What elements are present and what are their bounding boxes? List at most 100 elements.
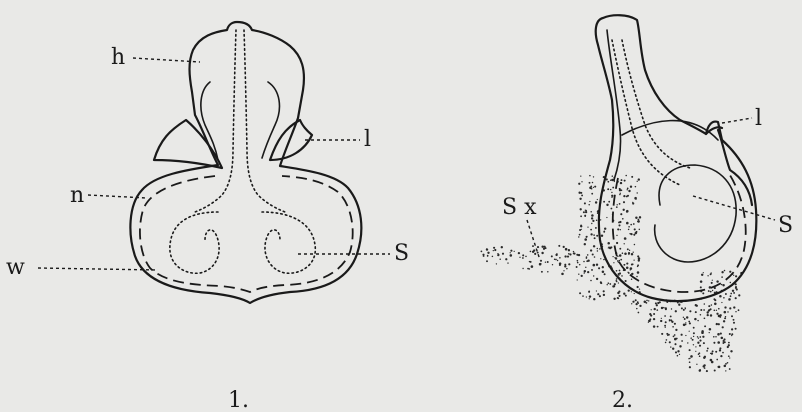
stipple-dot xyxy=(593,264,596,267)
stipple-dot xyxy=(586,236,588,238)
stipple-dot xyxy=(692,339,694,341)
stipple-dot xyxy=(580,175,581,176)
stipple-dot xyxy=(522,254,524,256)
stipple-dot xyxy=(693,332,695,334)
stipple-dot xyxy=(695,346,696,347)
stipple-dot xyxy=(723,340,725,342)
stipple-dot xyxy=(589,182,591,184)
stipple-dot xyxy=(708,305,710,307)
stipple-dot xyxy=(532,245,534,247)
stipple-dot xyxy=(715,351,717,353)
stipple-dot xyxy=(685,322,686,323)
stipple-dot xyxy=(564,255,566,257)
stipple-dot xyxy=(537,252,539,254)
stipple-dot xyxy=(626,266,629,269)
stipple-dot xyxy=(717,341,720,344)
stipple-dot xyxy=(603,259,604,260)
stipple-dot xyxy=(580,208,582,210)
stipple-dot xyxy=(608,282,610,284)
stipple-dot xyxy=(501,246,503,248)
stipple-dot xyxy=(729,333,731,335)
stipple-dot xyxy=(670,315,672,317)
stipple-dot xyxy=(577,260,579,262)
stipple-dot xyxy=(589,175,591,177)
stipple-dot xyxy=(631,303,632,304)
stipple-dot xyxy=(579,198,581,200)
fig2-label-s: S xyxy=(778,213,793,238)
stipple-dot xyxy=(708,290,710,292)
stipple-dot xyxy=(592,182,594,184)
fig2-leader-s xyxy=(693,196,775,220)
stipple-dot xyxy=(703,364,705,366)
stipple-dot xyxy=(622,252,624,254)
stipple-dot xyxy=(669,319,671,321)
stipple-dot xyxy=(587,226,588,227)
stipple-dot xyxy=(611,197,612,198)
stipple-dot xyxy=(695,351,696,352)
stipple-dot xyxy=(634,293,635,294)
stipple-dot xyxy=(589,201,590,202)
stipple-dot xyxy=(690,337,692,339)
fig1-label-l: l xyxy=(364,127,371,152)
stipple-dot xyxy=(519,257,520,258)
stipple-dot xyxy=(700,314,702,316)
stipple-dot xyxy=(731,328,733,330)
stipple-dot xyxy=(716,280,718,282)
fig1-right-sac xyxy=(262,212,315,273)
stipple-dot xyxy=(709,332,710,333)
stipple-dot xyxy=(563,246,565,248)
stipple-dot xyxy=(665,321,667,323)
stipple-dot xyxy=(603,290,605,292)
stipple-dot xyxy=(718,308,720,310)
stipple-dot xyxy=(649,318,651,320)
stipple-dot xyxy=(696,305,698,307)
stipple-dot xyxy=(649,313,651,315)
stipple-dot xyxy=(666,333,668,335)
stipple-dot xyxy=(586,257,587,258)
stipple-dot xyxy=(675,310,677,312)
stipple-dot xyxy=(589,298,590,299)
fig1-label-w: w xyxy=(6,255,25,280)
stipple-dot xyxy=(583,261,585,263)
stipple-dot xyxy=(547,261,549,263)
stipple-dot xyxy=(597,199,598,200)
stipple-dot xyxy=(600,219,601,220)
stipple-dot xyxy=(619,188,621,190)
stipple-dot xyxy=(534,253,536,255)
stipple-dot xyxy=(713,298,715,300)
stipple-dot xyxy=(707,311,709,313)
stipple-dot xyxy=(671,321,673,323)
stipple-dot xyxy=(713,342,715,344)
stipple-dot xyxy=(623,201,625,203)
stipple-dot xyxy=(630,186,632,188)
stipple-dot xyxy=(733,275,734,276)
fig2-number: 2. xyxy=(612,388,633,412)
stipple-dot xyxy=(510,252,511,253)
stipple-dot xyxy=(638,257,641,260)
stipple-dot xyxy=(719,295,722,298)
stipple-dot xyxy=(724,270,726,272)
stipple-dot xyxy=(502,253,504,255)
stipple-dot xyxy=(591,214,594,217)
stipple-dot xyxy=(611,192,612,193)
stipple-dot xyxy=(589,295,591,297)
stipple-dot xyxy=(690,355,693,358)
stipple-dot xyxy=(661,333,663,335)
stipple-dot xyxy=(722,352,724,354)
stipple-dot xyxy=(617,228,619,230)
stipple-dot xyxy=(700,286,702,288)
stipple-dot xyxy=(717,333,720,336)
stipple-dot xyxy=(616,280,617,281)
stipple-dot xyxy=(693,327,695,329)
stipple-dot xyxy=(543,248,545,250)
fig1-left-lappet xyxy=(154,120,222,168)
stipple-dot xyxy=(720,333,722,335)
stipple-dot xyxy=(592,253,594,255)
stipple-dot xyxy=(728,298,731,301)
stipple-dot xyxy=(627,195,629,197)
stipple-dot xyxy=(633,223,635,225)
stipple-dot xyxy=(631,253,633,255)
stipple-dot xyxy=(693,336,694,337)
stipple-dot xyxy=(707,348,709,350)
